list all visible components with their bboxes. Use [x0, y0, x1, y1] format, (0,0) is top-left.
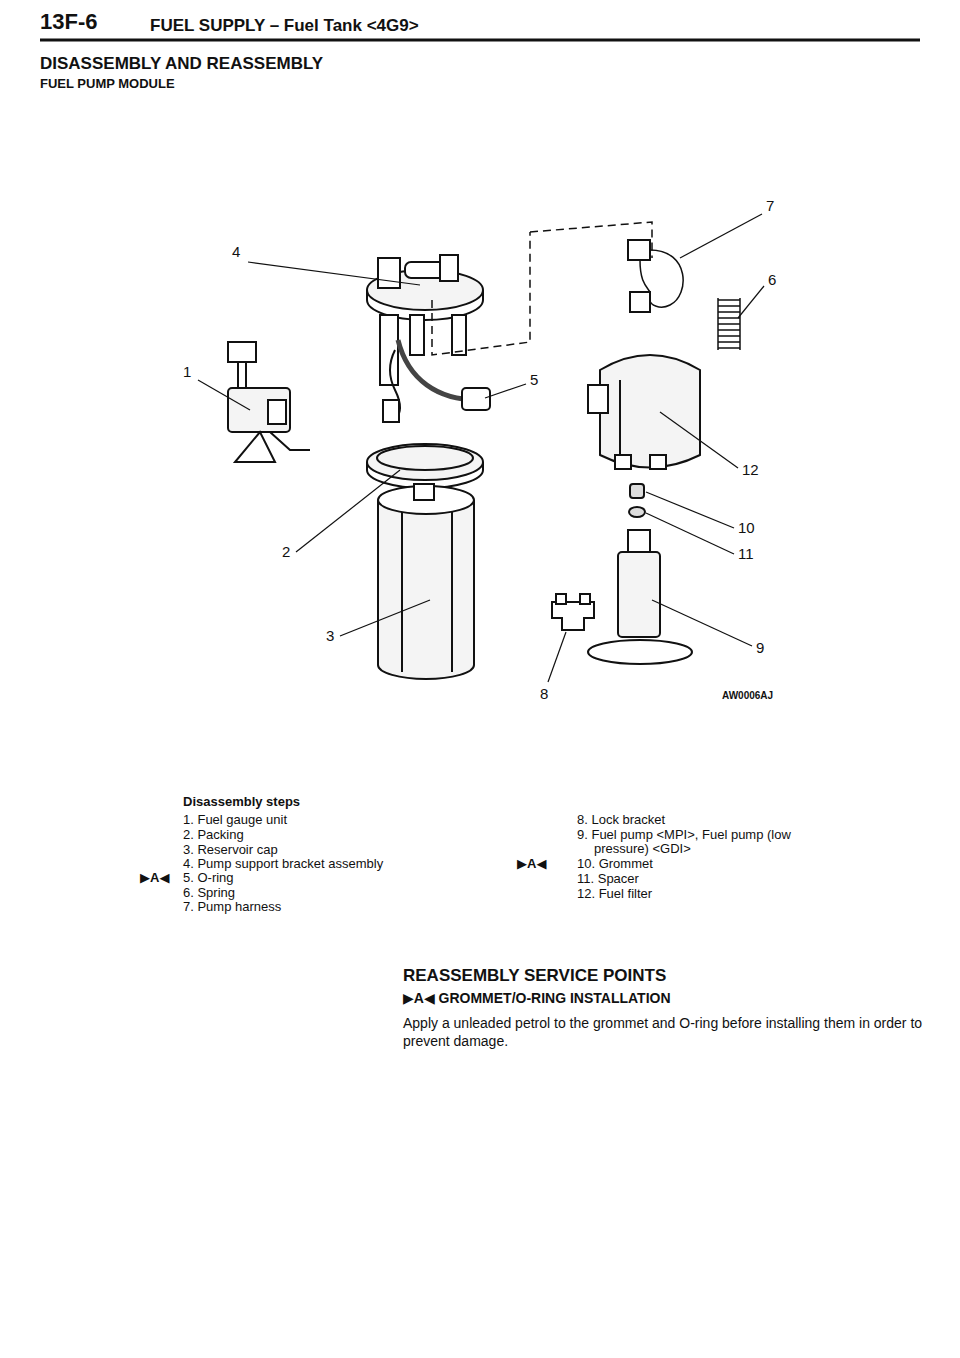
- spring: [718, 298, 740, 350]
- grommet: [630, 484, 644, 498]
- callout-number: 3: [326, 628, 334, 645]
- reservoir-cap: [378, 484, 474, 679]
- spacer: [629, 507, 645, 517]
- callout-number: 5: [530, 372, 538, 389]
- callout-number: 1: [183, 364, 191, 381]
- step-item: 6. Spring: [183, 886, 235, 901]
- fuel-gauge-unit: [228, 342, 310, 462]
- service-point-mark: ▶A◀: [140, 871, 169, 886]
- callout-number: 10: [738, 520, 755, 537]
- page-number: 13F-6: [40, 10, 97, 35]
- instruction-text: Apply a unleaded petrol to the grommet a…: [403, 1014, 923, 1050]
- callout-number: 6: [768, 272, 776, 289]
- fuel-pump: [588, 530, 692, 664]
- sub-heading: FUEL PUMP MODULE: [40, 77, 175, 92]
- list-heading: Disassembly steps: [183, 795, 300, 810]
- service-point-mark: ▶A◀: [517, 857, 546, 872]
- fuel-filter: [588, 355, 700, 469]
- step-item: 2. Packing: [183, 828, 244, 843]
- step-item: 9. Fuel pump <MPI>, Fuel pump (low press…: [577, 828, 844, 857]
- lock-bracket: [552, 594, 594, 630]
- callout-number: 8: [540, 686, 548, 703]
- callout-number: 2: [282, 544, 290, 561]
- step-item: 4. Pump support bracket assembly: [183, 857, 383, 872]
- step-item: 3. Reservoir cap: [183, 843, 278, 858]
- callout-number: 9: [756, 640, 764, 657]
- callout-number: 4: [232, 244, 240, 261]
- figure-code: AW0006AJ: [722, 690, 773, 701]
- step-item: 10. Grommet: [577, 857, 653, 872]
- header-rule: [40, 39, 920, 42]
- callout-number: 12: [742, 462, 759, 479]
- step-item: 7. Pump harness: [183, 900, 281, 915]
- service-point-heading: ▶A◀ GROMMET/O-RING INSTALLATION: [403, 991, 671, 1007]
- leader-lines: [198, 214, 764, 682]
- step-item: 8. Lock bracket: [577, 813, 665, 828]
- callout-number: 11: [738, 546, 754, 563]
- pump-harness: [628, 240, 683, 312]
- callout-number: 7: [766, 198, 774, 215]
- section-heading: DISASSEMBLY AND REASSEMBLY: [40, 54, 323, 73]
- section-heading: REASSEMBLY SERVICE POINTS: [403, 966, 666, 985]
- page-title: FUEL SUPPLY – Fuel Tank <4G9>: [150, 16, 419, 35]
- step-item: 5. O-ring: [183, 871, 234, 886]
- step-item: 12. Fuel filter: [577, 887, 652, 902]
- step-item: 11. Spacer: [577, 872, 639, 887]
- step-item: 1. Fuel gauge unit: [183, 813, 287, 828]
- packing: [367, 444, 483, 488]
